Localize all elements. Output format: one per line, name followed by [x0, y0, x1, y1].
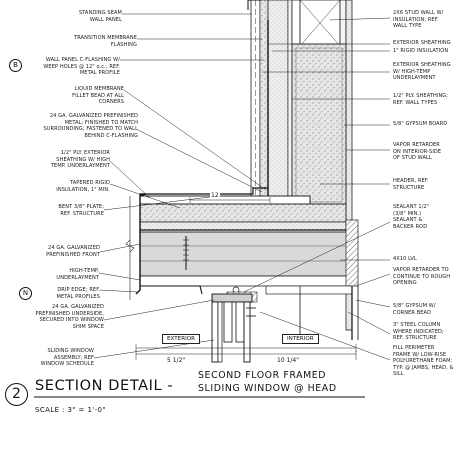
tag-b: B	[9, 59, 22, 72]
callout-sealant: SEALANT 1/2" (3/8" MIN.) SEALANT & BACKE…	[393, 204, 430, 230]
callout-liquid-membrane: LIQUID MEMBRANE FILLET BEAD AT ALL CORNE…	[72, 86, 124, 106]
callout-rigid-insulation: 1" RIGID INSULATION	[393, 48, 449, 54]
callout-bent-plate: BENT 3/8" PLATE; REF. STRUCTURE	[58, 204, 104, 217]
callout-gypsum-board: 5/8" GYPSUM BOARD	[393, 121, 448, 127]
callout-vapor-retarder: VAPOR RETARDER ON INTERIOR-SIDE OF STUD …	[393, 142, 442, 162]
callout-fill-perimeter: FILL PERIMETER FRAME W/ LOW-RISE POLYURE…	[393, 345, 454, 378]
callout-ply-exterior: 1/2" PLY. EXTERIOR SHEATHING W/ HIGH TEM…	[50, 150, 110, 170]
callout-stud-wall: 2X6 STUD WALL W/ INSULATION; REF. WALL T…	[393, 10, 444, 30]
callout-wall-panel-flashing: WALL PANEL C-FLASHING W/ WEEP HOLES @ 12…	[43, 57, 120, 77]
dimension-left: 5 1/2"	[166, 357, 187, 364]
callout-standing-seam: STANDING SEAM WALL PANEL	[78, 10, 122, 23]
callout-tapered-rigid: TAPERED RIGID INSULATION, 1" MIN.	[56, 180, 110, 193]
callout-sheathing-underlayment: EXTERIOR SHEATHING W/ HIGH-TEMP UNDERLAY…	[393, 62, 451, 82]
scale-note: SCALE : 3" = 1'-0"	[35, 406, 107, 414]
callout-gypsum-corner-bead: 5/8" GYPSUM W/ CORNER BEAD	[393, 303, 436, 316]
callout-ply-sheathing: 1/2" PLY. SHEATHING; REF. WALL TYPES	[393, 93, 449, 106]
callout-header: HEADER, REF. STRUCTURE	[393, 178, 429, 191]
callout-vapor-retarder-opening: VAPOR RETARDER TO CONTINUE TO ROUGH OPEN…	[393, 267, 451, 287]
title-line-2: SLIDING WINDOW @ HEAD	[198, 383, 337, 394]
dimension-right: 10 1/4"	[276, 357, 300, 364]
callout-transition-membrane: TRANSITION MEMBRANE FLASHING	[74, 35, 137, 48]
callout-galvanized-front: 24 GA. GALVANIZED PREFINISHED FRONT	[46, 245, 100, 258]
room-tag-interior: INTERIOR	[282, 334, 319, 344]
title-main: SECTION DETAIL -	[35, 378, 174, 394]
callout-exterior-sheathing: EXTERIOR SHEATHING	[393, 40, 451, 46]
callout-sliding-window: SLIDING WINDOW ASSEMBLY; REF WINDOW SCHE…	[40, 348, 94, 368]
callout-lvl: 4X10 LVL	[393, 256, 417, 262]
callout-steel-column: 3" STEEL COLUMN WHERE INDICATED; REF. ST…	[393, 322, 444, 342]
callout-galvanized-underside: 24 GA. GALVANIZED PREFINISHED UNDERSIDE,…	[35, 304, 104, 330]
callout-drip-edge: DRIP EDGE; REF. METAL PROFILES	[56, 287, 100, 300]
detail-number-bubble: 2	[5, 383, 28, 406]
room-tag-exterior: EXTERIOR	[162, 334, 201, 344]
title-line-1: SECOND FLOOR FRAMED	[198, 370, 327, 381]
callout-galvanized-metal: 24 GA. GALVANIZED PREFINISHED METAL; FIN…	[43, 113, 138, 139]
dimension-12: 12	[210, 192, 220, 199]
tag-n: N	[19, 287, 32, 300]
callout-high-temp: HIGH-TEMP. UNDERLAYMENT	[56, 268, 99, 281]
